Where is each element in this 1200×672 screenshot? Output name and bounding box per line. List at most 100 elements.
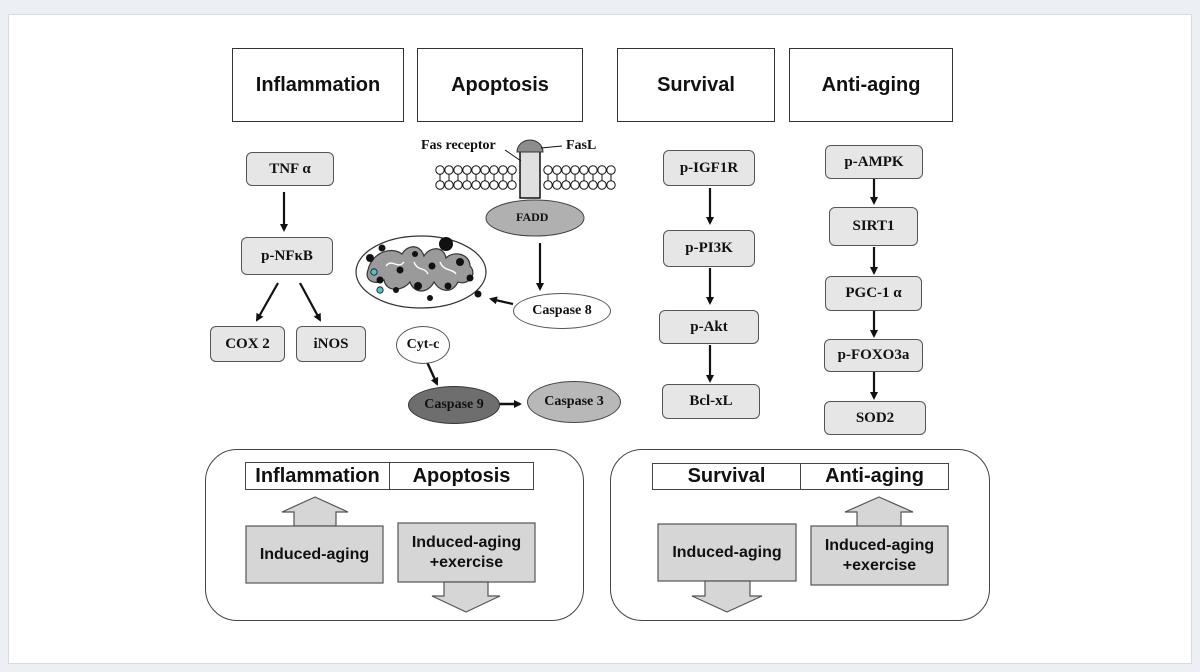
lipid-head [579, 165, 589, 175]
cytochrome-dot [366, 254, 374, 262]
cytochrome-dot [378, 244, 386, 252]
block-arrow-down-induced-right [691, 580, 763, 613]
cytochrome-dot [466, 274, 474, 282]
fasl-shape [516, 139, 544, 153]
lipid-head [498, 165, 508, 175]
cytochrome-dot [412, 251, 418, 257]
summary-title-left: Inflammation Apoptosis [245, 462, 534, 490]
cytochrome-dot [456, 258, 464, 266]
lipid-head [552, 165, 562, 175]
text-exercise-right: Induced-aging +exercise [824, 536, 935, 574]
lipid-head [498, 180, 508, 190]
node-tnf-alpha: TNF α [246, 152, 334, 186]
lipid-head [561, 165, 571, 175]
lipid-head [453, 180, 463, 190]
node-caspase9: Caspase 9 [408, 386, 500, 424]
header-inflammation: Inflammation [232, 48, 404, 122]
node-cox2: COX 2 [210, 326, 285, 362]
lipid-head [480, 180, 490, 190]
cytochrome-dot [376, 276, 384, 284]
lipid-head [453, 165, 463, 175]
cytochrome-dot [428, 262, 436, 270]
fas-receptor-shape [519, 149, 541, 199]
arrow-cytc-to-caspase9 [425, 361, 439, 386]
node-p-ampk: p-AMPK [825, 145, 923, 179]
cytochrome-dot [439, 237, 453, 251]
block-exercise-left [397, 522, 536, 583]
lipid-head [588, 165, 598, 175]
node-cyt-c: Cyt-c [396, 326, 450, 364]
lipid-head [597, 180, 607, 190]
lipid-head [561, 180, 571, 190]
block-arrow-up-induced-left [281, 496, 349, 527]
node-caspase8: Caspase 8 [513, 293, 611, 329]
label-fas-receptor: Fas receptor [421, 138, 496, 153]
text-exercise-left: Induced-aging +exercise [411, 533, 522, 571]
lipid-head [471, 180, 481, 190]
summary-title-apoptosis: Apoptosis [389, 463, 533, 489]
cytochrome-dot [393, 287, 399, 293]
label-fadd: FADD [516, 210, 549, 224]
summary-title-inflammation: Inflammation [255, 464, 380, 487]
node-pgc1-alpha: PGC-1 α [825, 276, 922, 311]
node-p-pi3k: p-PI3K [663, 230, 755, 267]
lipid-head [435, 180, 445, 190]
lipid-head [444, 165, 454, 175]
cytochrome-dot [444, 282, 452, 290]
fasl-pointer [540, 145, 563, 149]
node-p-foxo3a: p-FOXO3a [824, 339, 923, 372]
summary-title-survival: Survival [687, 465, 766, 487]
arrow-nfkb-to-cox2 [256, 282, 279, 322]
mitochondrion [355, 235, 487, 309]
arrow-caspase8-to-mito [489, 296, 514, 306]
node-bcl-xl: Bcl-xL [662, 384, 760, 419]
cytochrome-dot-cyan [370, 268, 378, 276]
block-arrow-up-exercise-right [844, 496, 914, 528]
header-anti-aging: Anti-aging [789, 48, 953, 122]
lipid-head [489, 165, 499, 175]
arrow-nfkb-to-inos [299, 282, 321, 322]
lipid-head [552, 180, 562, 190]
lipid-head [570, 165, 580, 175]
cytochrome-dot [427, 295, 433, 301]
lipid-head [462, 165, 472, 175]
lipid-head [507, 165, 517, 175]
fadd-node [485, 199, 585, 237]
cytochrome-dot [474, 290, 482, 298]
cytochrome-dot-cyan [376, 286, 384, 294]
header-apoptosis: Apoptosis [417, 48, 583, 122]
block-induced-aging-left [245, 525, 384, 584]
node-p-nfkb: p-NFκB [241, 237, 333, 275]
lipid-head [597, 165, 607, 175]
lipid-head [588, 180, 598, 190]
lipid-head [435, 165, 445, 175]
lipid-head [570, 180, 580, 190]
text-induced-aging-right: Induced-aging [672, 543, 782, 561]
lipid-head [444, 180, 454, 190]
summary-title-right: Survival Anti-aging [652, 463, 949, 490]
node-sod2: SOD2 [824, 401, 926, 435]
block-arrow-down-exercise-left [431, 581, 501, 613]
node-caspase3: Caspase 3 [527, 381, 621, 423]
node-sirt1: SIRT1 [829, 207, 918, 246]
node-p-igf1r: p-IGF1R [663, 150, 755, 186]
cytochrome-dot [414, 282, 422, 290]
summary-title-anti-aging: Anti-aging [800, 464, 948, 489]
lipid-head [507, 180, 517, 190]
fas-receptor-pointer [504, 149, 522, 162]
lipid-head [471, 165, 481, 175]
node-inos: iNOS [296, 326, 366, 362]
lipid-head [606, 165, 616, 175]
label-fasl: FasL [566, 138, 597, 153]
cytochrome-dot [396, 266, 404, 274]
lipid-head [543, 180, 553, 190]
lipid-head [462, 180, 472, 190]
lipid-head [480, 165, 490, 175]
node-p-akt: p-Akt [659, 310, 759, 344]
lipid-head [543, 165, 553, 175]
text-induced-aging-left: Induced-aging [259, 545, 370, 563]
lipid-head [579, 180, 589, 190]
lipid-head [606, 180, 616, 190]
block-exercise-right [810, 525, 949, 586]
